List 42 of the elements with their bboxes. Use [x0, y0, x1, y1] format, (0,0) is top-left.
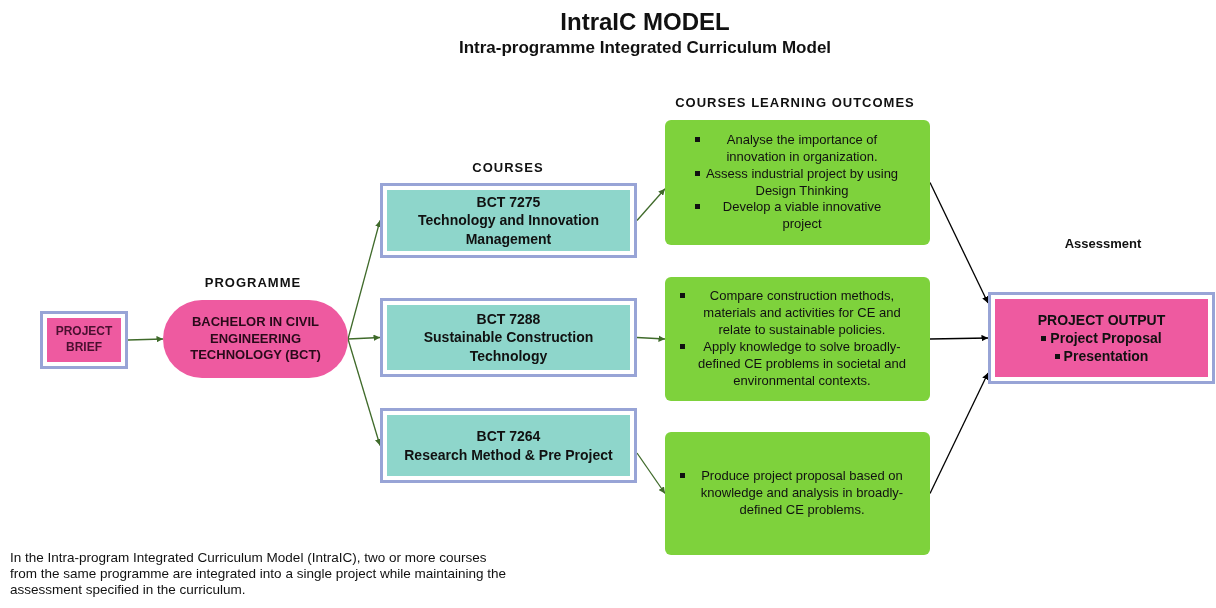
arrow	[929, 181, 989, 304]
arrow	[636, 188, 666, 222]
outcome-box	[665, 277, 930, 401]
bullet-text: Project Proposal	[1050, 328, 1162, 348]
bullet-text: Produce project proposal based on knowledge and analysis in broadly-defined CE problems.	[699, 468, 905, 519]
column-heading: COURSES LEARNING OUTCOMES	[674, 95, 916, 110]
arrow	[929, 372, 989, 495]
bullet-text: Presentation	[1063, 347, 1149, 366]
output-box	[988, 292, 1215, 384]
outcome-box	[665, 120, 930, 245]
arrow	[929, 334, 989, 342]
outcome-box	[665, 432, 930, 555]
box-text: Sustainable Construction Technology	[422, 328, 595, 365]
column-heading: COURSES	[471, 160, 545, 175]
arrow	[127, 335, 164, 343]
box-text: Research Method & Pre Project	[404, 445, 613, 464]
course-box	[380, 298, 637, 377]
column-heading: Assessment	[1063, 236, 1143, 251]
course-box	[380, 183, 637, 258]
arrow	[347, 219, 382, 340]
box-text: PROJECT BRIEF	[54, 324, 114, 356]
subtitle: Intra-programme Integrated Curriculum Model	[457, 38, 833, 58]
input-box	[40, 311, 128, 369]
arrow	[636, 452, 666, 495]
caption: In the Intra-program Integrated Curriculum Model (IntraIC), two or more courses from the same programme are integrated into a single project while maintaining the assessment specified in the curriculum.	[10, 550, 507, 599]
bullet-text: Compare construction methods, materials and activities for CE and relate to sustainable policies.	[702, 288, 902, 339]
box-text: Technology and Innovation Management	[417, 211, 600, 248]
box-text: BACHELOR IN CIVIL ENGINEERING TECHNOLOGY (BCT)	[189, 313, 322, 365]
title: IntraIC MODEL	[559, 8, 731, 36]
arrow	[347, 338, 382, 447]
bullet-text: Apply knowledge to solve broadly-defined CE problems in societal and environmental contexts.	[696, 339, 908, 390]
bullet-text: Assess industrial project by using Design Thinking	[704, 165, 900, 200]
box-heading: BCT 7264	[476, 427, 541, 446]
box-heading: BCT 7275	[476, 193, 541, 212]
box-heading: BCT 7288	[476, 310, 541, 329]
bullet-text: Develop a viable innovative project	[721, 199, 883, 234]
box-heading: PROJECT OUTPUT	[1037, 310, 1166, 329]
course-box	[380, 408, 637, 483]
column-heading: PROGRAMME	[203, 275, 303, 290]
bullet-text: Analyse the importance of innovation in organization.	[725, 131, 879, 166]
arrow	[636, 335, 666, 342]
arrow	[347, 334, 381, 342]
